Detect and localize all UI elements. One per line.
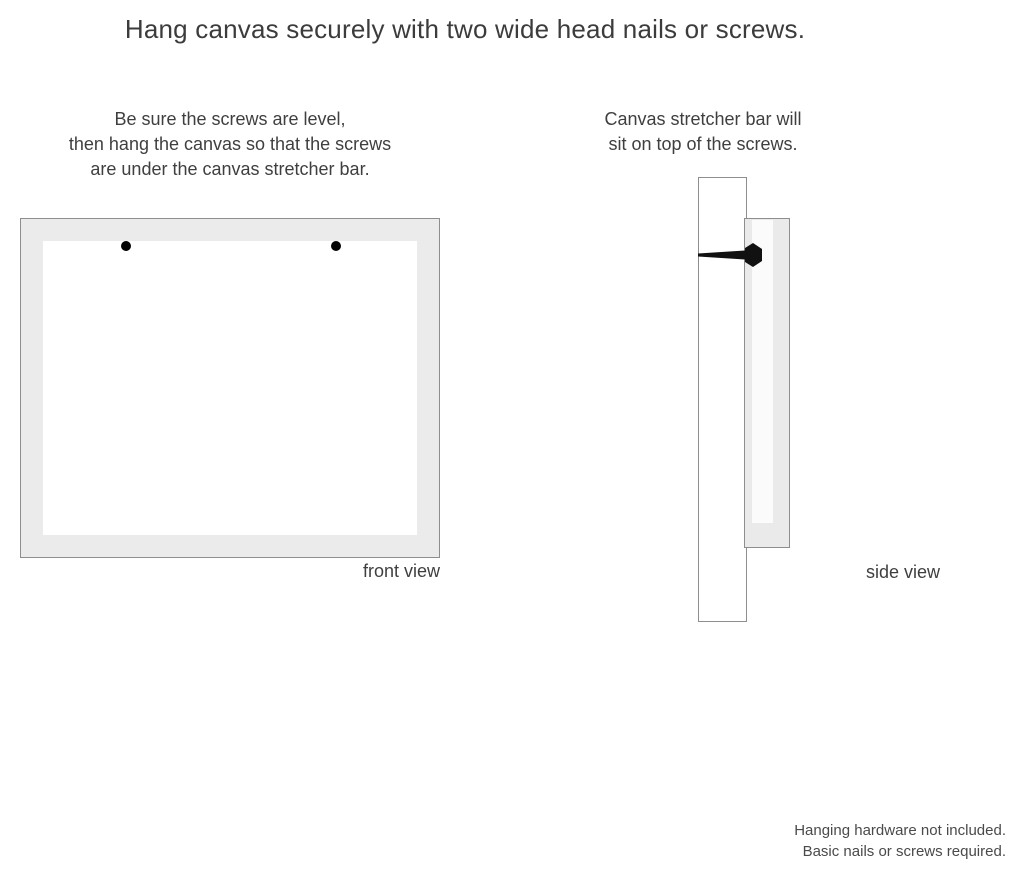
- front-view-label: front view: [362, 561, 440, 581]
- front-view-caption-line-3: are under the canvas stretcher bar.: [90, 159, 370, 179]
- footer-line-2: Basic nails or screws required.: [802, 843, 1006, 860]
- footer-line-1: Hanging hardware not included.: [794, 822, 1006, 839]
- side-view-label: side view: [865, 562, 940, 582]
- front-view-caption: Be sure the screws are level, then hang …: [20, 107, 440, 182]
- screw-head-left-icon: [121, 241, 131, 251]
- side-view-caption-line-1: Canvas stretcher bar will: [604, 109, 802, 129]
- front-view-canvas-frame: [20, 218, 440, 558]
- stretcher-bar-inner-face: [752, 220, 773, 523]
- side-view-caption-line-2: sit on top of the screws.: [608, 134, 798, 154]
- front-view-canvas-face: [43, 241, 417, 535]
- front-view-caption-line-2: then hang the canvas so that the screws: [68, 134, 392, 154]
- front-view-caption-line-1: Be sure the screws are level,: [114, 109, 346, 129]
- screw-head-right-icon: [331, 241, 341, 251]
- side-view-caption: Canvas stretcher bar will sit on top of …: [580, 107, 826, 157]
- page-title: Hang canvas securely with two wide head …: [124, 14, 806, 44]
- canvas-stretcher-bar-cross-section: [744, 218, 790, 548]
- wall-cross-section: [698, 177, 747, 622]
- footer-note: Hanging hardware not included. Basic nai…: [586, 820, 1006, 862]
